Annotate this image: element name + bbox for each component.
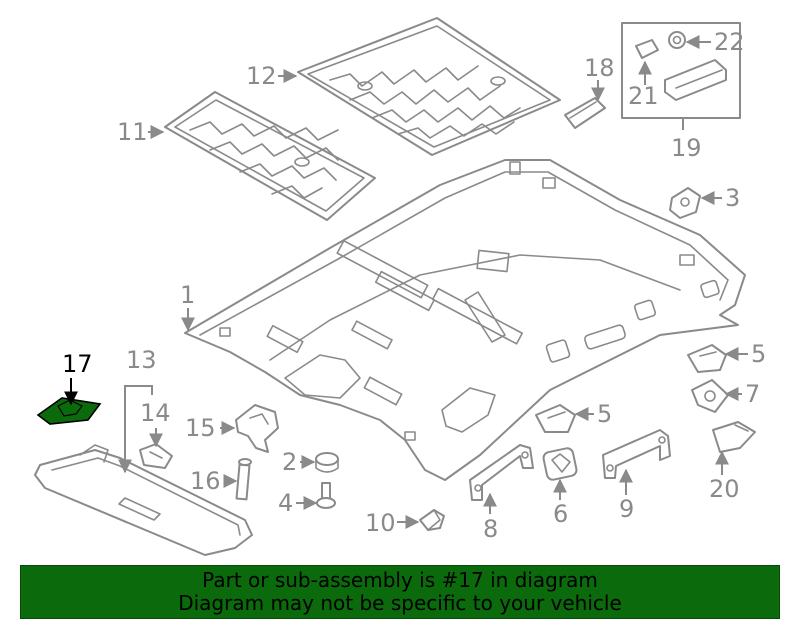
part-11-roof-insulation-front xyxy=(164,91,376,221)
part-16-pin xyxy=(235,458,252,501)
part-17-highlighted xyxy=(36,397,102,425)
part-5-upper-bracket xyxy=(687,344,727,373)
part-20-trim xyxy=(712,421,756,453)
callout-17-highlighted: 17 xyxy=(62,350,93,378)
callout-21: 21 xyxy=(628,82,659,110)
callout-5-lower: 5 xyxy=(597,400,612,428)
part-9-grab-handle xyxy=(602,429,671,479)
callout-9: 9 xyxy=(619,495,634,523)
callout-6: 6 xyxy=(553,500,568,528)
callout-13: 13 xyxy=(126,346,157,374)
part-12-roof-insulation-rear xyxy=(297,17,561,156)
callout-3: 3 xyxy=(725,184,740,212)
callout-14: 14 xyxy=(140,399,171,427)
disclaimer-banner: Part or sub-assembly is #17 in diagram D… xyxy=(20,565,780,619)
part-15-bracket xyxy=(235,404,279,453)
callout-20: 20 xyxy=(709,475,740,503)
callout-15: 15 xyxy=(185,414,216,442)
part-7-clip xyxy=(691,379,729,413)
callout-labels: 12 11 1 18 22 21 19 3 5 7 20 5 6 9 8 10 … xyxy=(62,28,766,543)
callout-7: 7 xyxy=(745,380,760,408)
part-8-grab-handle xyxy=(469,444,534,501)
callout-1: 1 xyxy=(180,281,195,309)
part-10-screw xyxy=(419,509,445,531)
part-14-clip xyxy=(139,443,173,469)
callout-16: 16 xyxy=(190,467,221,495)
parts-diagram: 12 11 1 18 22 21 19 3 5 7 20 5 6 9 8 10 … xyxy=(34,17,766,556)
banner-line-1: Part or sub-assembly is #17 in diagram xyxy=(202,568,598,592)
callout-19: 19 xyxy=(671,134,702,162)
callout-22: 22 xyxy=(714,28,745,56)
callout-10: 10 xyxy=(365,509,396,537)
callout-12: 12 xyxy=(246,62,277,90)
part-3-clip xyxy=(669,187,701,219)
callout-4: 4 xyxy=(278,489,293,517)
callout-11: 11 xyxy=(117,118,148,146)
part-5-lower-bracket xyxy=(535,404,576,433)
callout-8: 8 xyxy=(483,515,498,543)
part-18-clip xyxy=(564,97,606,129)
part-4-bolt xyxy=(316,482,336,509)
callout-2: 2 xyxy=(282,448,297,476)
part-6-cover xyxy=(542,447,578,481)
leader-lines xyxy=(64,35,748,529)
part-19-kit-box xyxy=(621,22,741,119)
callout-5-upper: 5 xyxy=(751,340,766,368)
part-1-headliner xyxy=(184,159,746,481)
banner-line-2: Diagram may not be specific to your vehi… xyxy=(178,591,622,615)
part-2-cap xyxy=(315,452,339,473)
callout-18: 18 xyxy=(584,54,615,82)
